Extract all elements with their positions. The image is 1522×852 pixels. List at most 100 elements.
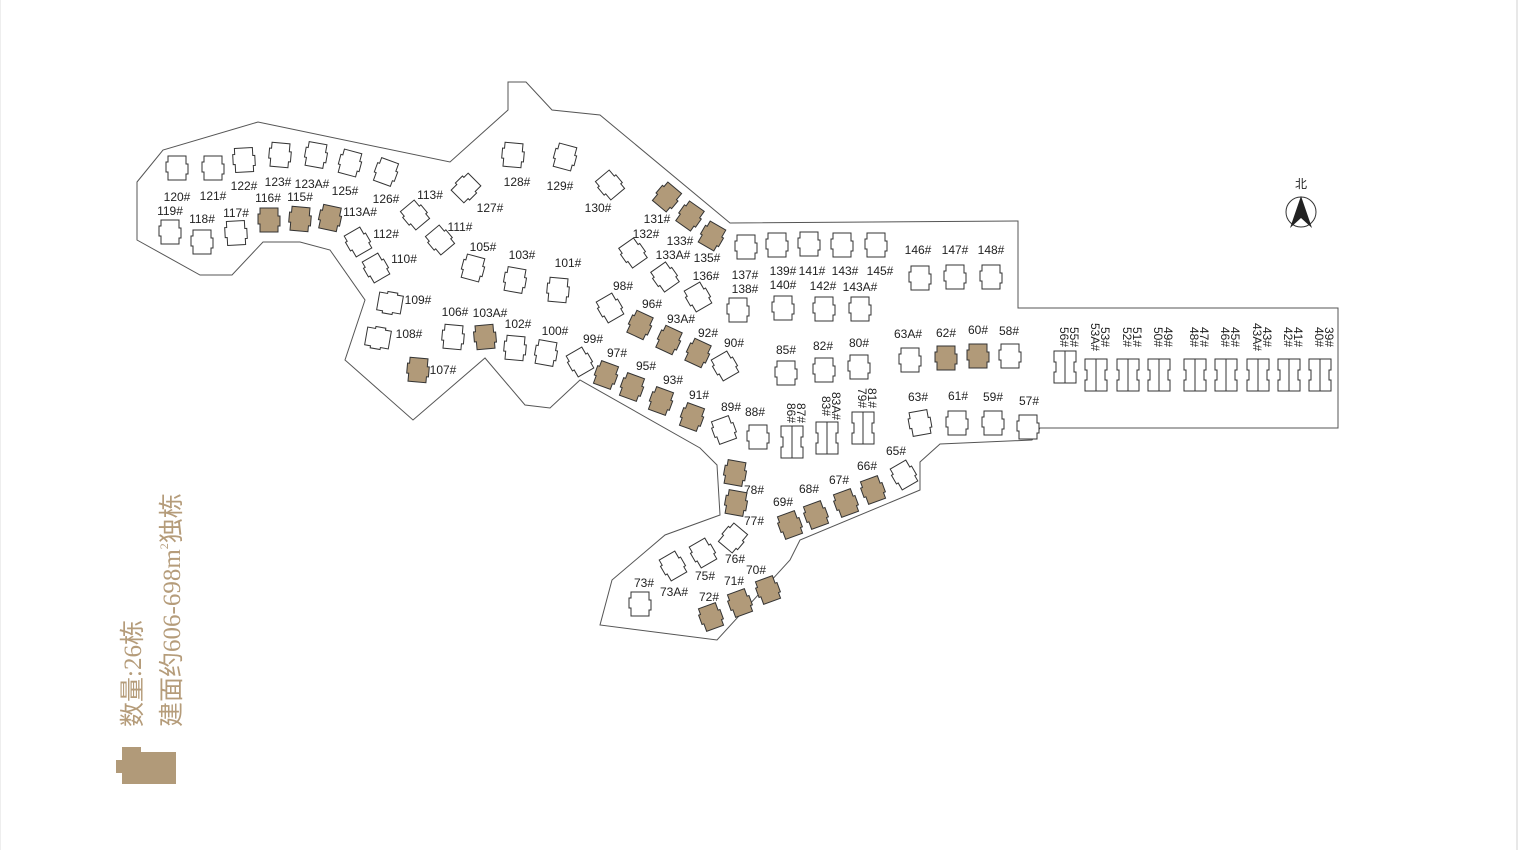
building-96#[interactable]: 96# [625,297,662,341]
building-76#[interactable]: 76# [717,522,749,566]
building-145#[interactable]: 145# [864,232,894,278]
building-125#[interactable]: 125# [332,148,364,198]
townhouse-49#-50#[interactable]: 49#50# [1147,327,1175,392]
building-89#[interactable]: 89# [710,400,742,445]
building-131#[interactable]: 131# [644,181,683,226]
building-footprint [288,205,312,233]
building-61#[interactable]: 61# [945,389,969,436]
building-113A#[interactable]: 113A# [317,203,377,233]
building-63#[interactable]: 63# [907,390,933,437]
building-80#[interactable]: 80# [847,336,871,380]
townhouse-53#-53A#[interactable]: 53#53A# [1084,323,1112,392]
building-105#[interactable]: 105# [459,240,497,283]
building-137#[interactable]: 137# [726,268,759,323]
building-116#[interactable]: 116# [255,191,281,233]
townhouse-39#-40#[interactable]: 39#40# [1308,327,1336,392]
building-102#[interactable]: 102# [503,317,532,362]
building-138#[interactable]: 138# [732,234,759,296]
building-59#[interactable]: 59# [981,390,1005,436]
building-85#[interactable]: 85# [774,343,798,386]
duplex-81#-79#[interactable]: 81#79# [851,388,879,445]
building-126#[interactable]: 126# [372,157,401,206]
building-135#[interactable]: 135# [694,220,728,265]
building-57#[interactable]: 57# [1016,394,1040,440]
townhouse-47#-48#[interactable]: 47#48# [1183,327,1211,392]
building-63A#[interactable]: 63A# [894,327,922,373]
building-69#[interactable]: 69# [773,495,804,540]
building-77#[interactable]: 77# [723,489,764,528]
building-119#[interactable]: 119# [157,204,183,245]
building-109#[interactable]: 109# [376,290,432,316]
building-146#[interactable]: 146# [905,243,932,291]
building-93A#[interactable]: 93A# [654,312,695,356]
duplex-87#-86#[interactable]: 87#86# [780,403,808,459]
townhouse-41#-42#[interactable]: 41#42# [1277,327,1305,392]
building-115#[interactable]: 115# [287,190,313,233]
building-122#[interactable]: 122# [231,147,258,193]
building-91#[interactable]: 91# [678,388,710,432]
building-103A#[interactable]: 103A# [473,306,508,351]
building-113#[interactable]: 113# [399,188,443,231]
building-147#[interactable]: 147# [942,243,969,290]
building-133A#[interactable]: 133A# [649,248,691,293]
building-88#[interactable]: 88# [745,405,770,450]
building-62#[interactable]: 62# [934,326,958,371]
building-111#[interactable]: 111# [424,220,473,256]
building-58#[interactable]: 58# [998,324,1022,369]
building-73#[interactable]: 73# [634,550,689,590]
building-128#[interactable]: 128# [501,141,531,189]
building-141#[interactable]: 141# [797,231,826,278]
building-117#[interactable]: 117# [223,206,249,246]
building-90#[interactable]: 90# [709,336,744,382]
building-71#[interactable]: 71# [724,574,754,618]
building-130#[interactable]: 130# [585,169,626,215]
building-100#[interactable]: 100# [533,324,569,367]
building-60#[interactable]: 60# [966,323,990,369]
duplex-83A#-83#[interactable]: 83A#83# [815,392,843,455]
building-143#[interactable]: 143# [830,232,859,278]
building-143A#[interactable]: 143A# [843,280,878,322]
building-129#[interactable]: 129# [547,142,579,193]
building-65#[interactable]: 65# [886,444,920,491]
building-107#[interactable]: 107# [406,356,457,384]
building-75#[interactable]: 75# [687,537,718,583]
building-148#[interactable]: 148# [978,243,1005,290]
building-132#[interactable]: 132# [617,227,660,269]
building-120#[interactable]: 120# [164,155,191,204]
building-127#[interactable]: 127# [450,172,504,215]
building-93#[interactable]: 93# [647,373,684,416]
building-123#[interactable]: 123# [265,141,292,189]
townhouse-55#-56#[interactable]: 55#56# [1053,327,1081,384]
building-70#[interactable]: 70# [746,563,782,605]
building-136#[interactable]: 136# [682,269,720,313]
building-66#[interactable]: 66# [857,459,887,505]
building-73A#[interactable]: 73A# [628,585,688,617]
building-121#[interactable]: 121# [200,155,227,203]
building-123A#[interactable]: 123A# [295,141,330,191]
building-106#[interactable]: 106# [441,305,469,351]
building-139#[interactable]: 139# [765,232,797,278]
building-108#[interactable]: 108# [364,325,423,351]
building-112#[interactable]: 112# [342,226,399,258]
building-72#[interactable]: 72# [697,590,726,632]
building-98#[interactable]: 98# [594,279,633,324]
townhouse-45#-46#[interactable]: 45#46# [1214,327,1242,392]
building-92#[interactable]: 92# [683,326,718,369]
building-78#[interactable]: 78# [722,459,764,497]
building-label: 65# [886,444,906,458]
building-99#[interactable]: 99# [564,332,603,378]
building-142#[interactable]: 142# [810,279,837,322]
building-95#[interactable]: 95# [618,359,657,402]
building-110#[interactable]: 110# [360,252,417,284]
building-140#[interactable]: 140# [770,278,797,321]
townhouse-51#-52#[interactable]: 51#52# [1116,327,1144,392]
building-82#[interactable]: 82# [812,339,836,383]
building-67#[interactable]: 67# [829,473,860,518]
building-97#[interactable]: 97# [592,346,628,390]
building-101#[interactable]: 101# [546,256,582,304]
building-68#[interactable]: 68# [799,482,830,530]
townhouse-43#-43A#[interactable]: 43#43A# [1246,323,1274,392]
building-103#[interactable]: 103# [502,248,536,294]
building-118#[interactable]: 118# [189,212,215,255]
building-133#[interactable]: 133# [667,200,706,248]
